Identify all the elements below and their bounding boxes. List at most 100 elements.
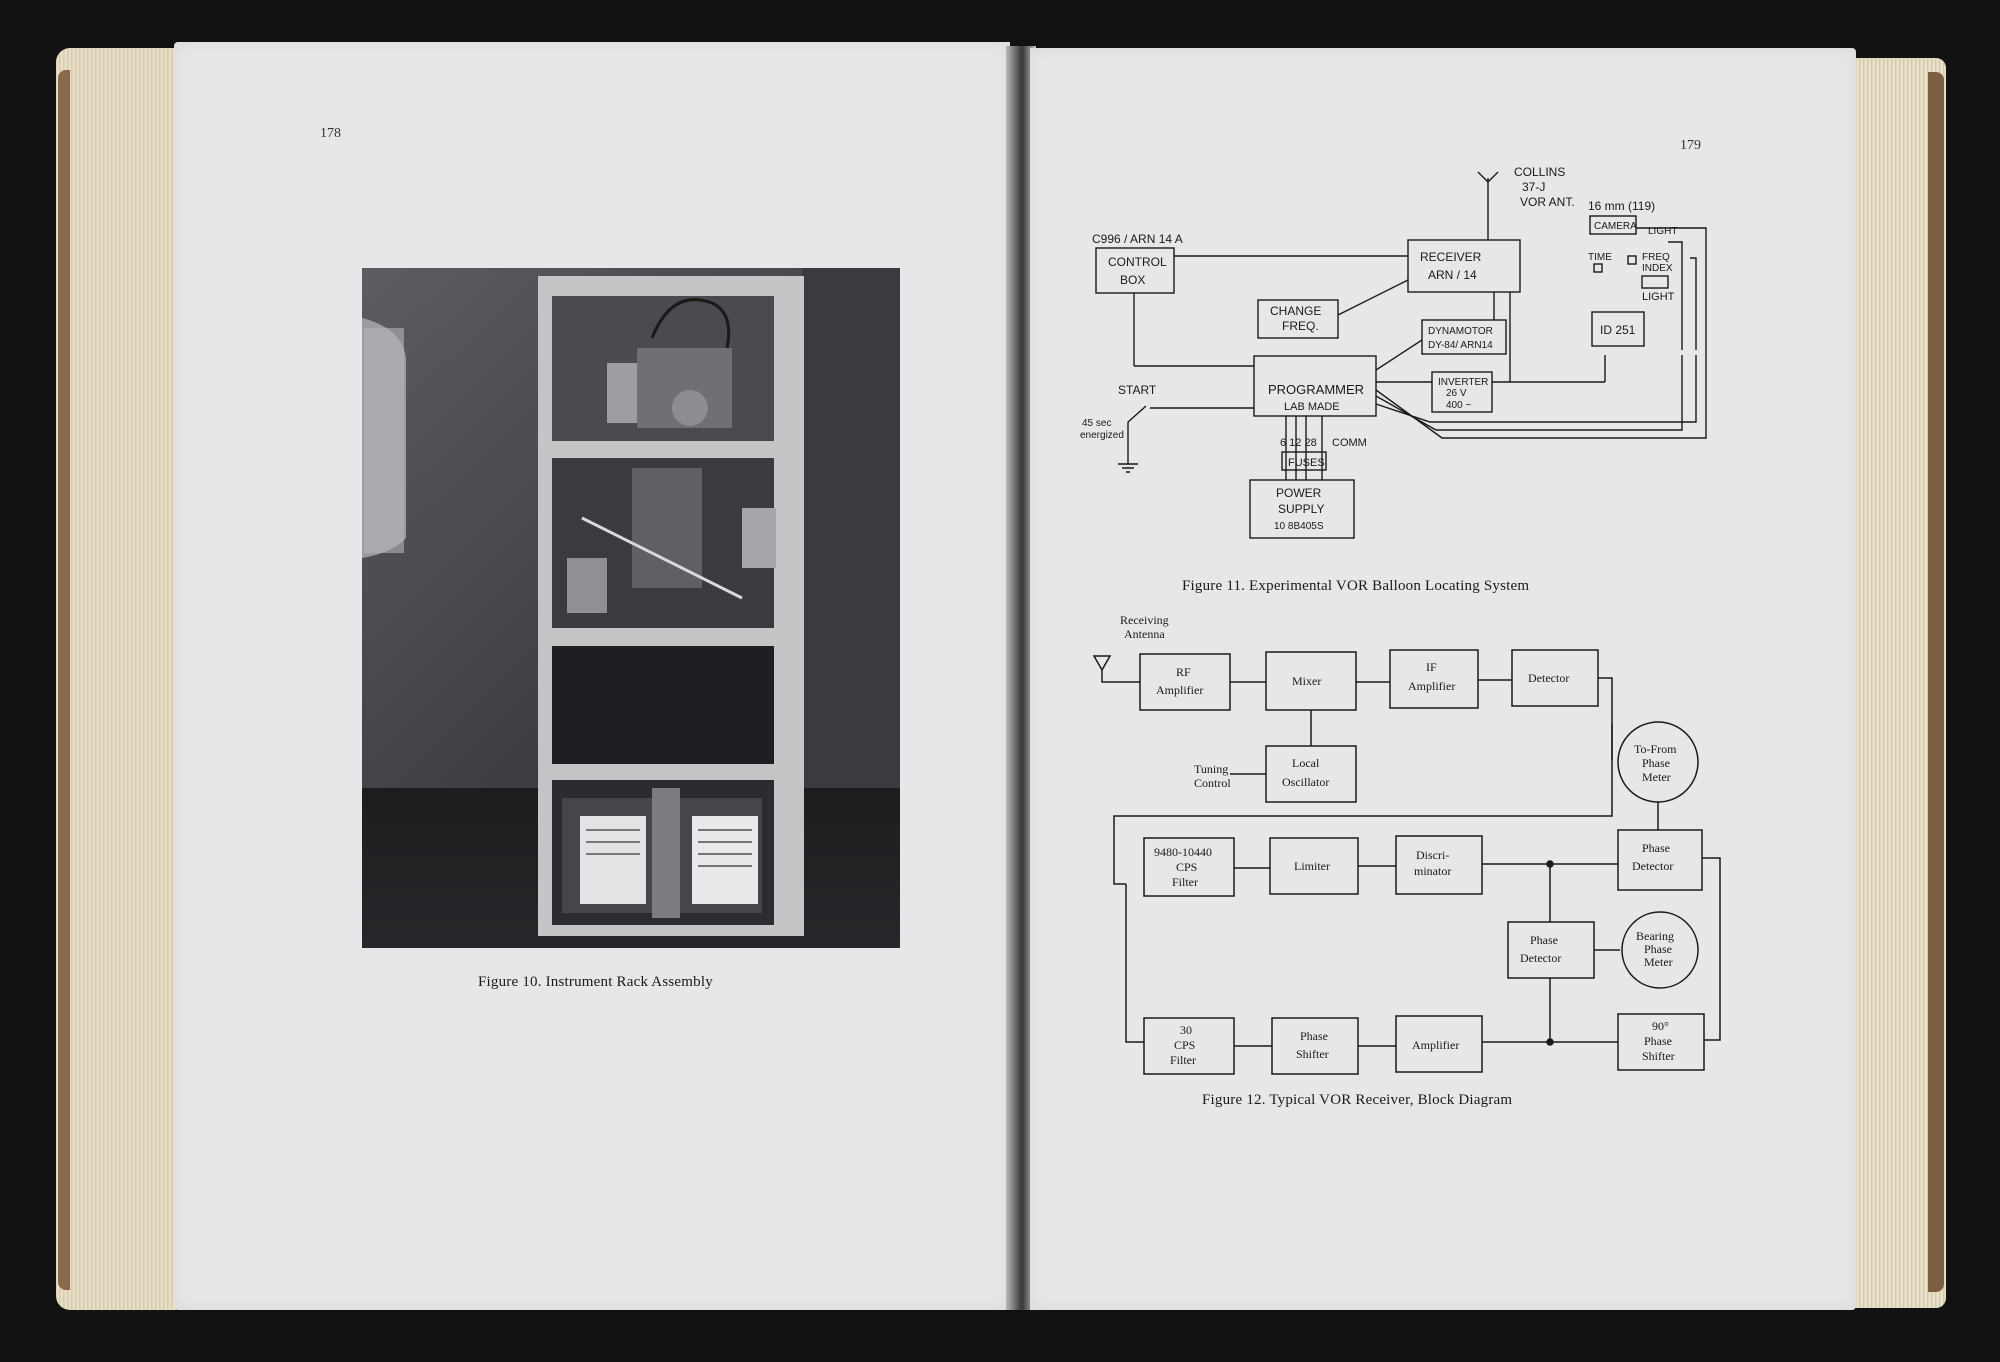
phase-shifter-label-2: Shifter [1296,1047,1329,1061]
right-page [1030,48,1856,1310]
if-amplifier-label-1: IF [1426,660,1437,674]
programmer-box [1253,355,1377,417]
receiving-antenna-label-2: Antenna [1124,627,1165,641]
fuses-label: FUSES [1288,457,1325,469]
instrument-rack-photo-icon [362,268,900,948]
bearing-label-1: Bearing [1636,929,1674,943]
page-number-left: 178 [320,126,341,141]
bearing-phase-meter [1621,911,1699,989]
camera-model-label: 16 mm (119) [1588,199,1655,213]
time-label: TIME [1588,252,1612,263]
energized-label-2: energized [1080,430,1124,441]
local-oscillator-label-2: Oscillator [1282,775,1329,789]
phase-detector-top-label-2: Detector [1632,859,1673,873]
inverter-label-3: 400 ~ [1446,400,1471,411]
instrument-rack-photo [362,268,900,948]
left-page-edges [56,48,176,1310]
detector-label: Detector [1528,671,1569,685]
filter-30cps-label-2: CPS [1174,1038,1195,1052]
figure-12-caption: Figure 12. Typical VOR Receiver, Block D… [1202,1092,1513,1108]
inverter-box [1431,371,1493,413]
receiver-box [1407,239,1521,293]
inverter-label-2: 26 V [1446,388,1467,399]
energized-label-1: 45 sec [1082,418,1111,429]
time-indicator [1593,263,1603,273]
id251-box [1591,311,1645,347]
light-label-2: LIGHT [1642,291,1675,303]
phase-shifter-90-box [1617,1013,1705,1071]
receiver-label-2: ARN / 14 [1428,268,1477,282]
dynamotor-label-2: DY-84/ ARN14 [1428,340,1493,351]
freq-indicator [1627,255,1637,265]
phase-detector-top-label-1: Phase [1642,841,1670,855]
filter-9480-label-3: Filter [1172,875,1198,889]
inverter-label-1: INVERTER [1438,377,1488,388]
collins-label-1: COLLINS [1514,165,1565,179]
control-box-label-2: BOX [1120,273,1145,287]
tuning-control-label-2: Control [1194,776,1231,790]
dynamotor-label-1: DYNAMOTOR [1428,326,1493,337]
to-from-label-2: Phase [1642,756,1670,770]
local-oscillator-box [1265,745,1357,803]
phase-detector-top-box [1617,829,1703,891]
bearing-label-2: Phase [1644,942,1672,956]
discriminator-box [1395,835,1483,895]
voltages-label: 6 12 28 [1280,437,1317,449]
amplifier-box [1395,1015,1483,1073]
amplifier-label: Amplifier [1412,1038,1459,1052]
discriminator-label-1: Discri- [1416,848,1449,862]
local-oscillator-label-1: Local [1292,756,1320,770]
ground-icon [1118,463,1138,473]
to-from-label-1: To-From [1634,742,1677,756]
power-supply-label-2: SUPPLY [1278,502,1324,516]
control-box [1095,247,1175,294]
phase-detector-middle-label-2: Detector [1520,951,1561,965]
freq-index-label-2: INDEX [1642,263,1673,274]
bearing-label-3: Meter [1644,955,1673,969]
freq-index-label-1: FREQ [1642,252,1670,263]
phase-detector-middle-box [1507,921,1595,979]
filter-9480-label-1: 9480-10440 [1154,845,1212,859]
programmer-label-2: LAB MADE [1284,401,1340,413]
start-switch-icon [1127,405,1254,423]
collins-label-3: VOR ANT. [1520,195,1575,209]
collins-label-2: 37-J [1522,180,1545,194]
control-model-label: C996 / ARN 14 A [1092,232,1183,246]
light-box [1641,275,1669,289]
figure-11-caption: Figure 11. Experimental VOR Balloon Loca… [1182,578,1530,594]
change-freq-box [1257,299,1339,339]
control-box-label-1: CONTROL [1108,255,1167,269]
figure-12-diagram: Receiving Antenna RF Amplifier Mixer IF … [1092,613,1721,1075]
page-number-right: 179 [1680,138,1701,153]
phase-shifter-90-label-1: 90° [1652,1019,1669,1033]
figure-11-diagram: COLLINS 37-J VOR ANT. C996 / ARN 14 A CO… [1080,165,1707,539]
camera-label: CAMERA [1594,221,1637,232]
change-freq-label-1: CHANGE [1270,304,1321,318]
if-amplifier-label-2: Amplifier [1408,679,1455,693]
filter-9480-label-2: CPS [1176,860,1197,874]
figure-10-caption: Figure 10. Instrument Rack Assembly [478,974,713,990]
dynamotor-box [1421,319,1507,355]
power-supply-label-3: 10 8B405S [1274,521,1324,532]
phase-shifter-label-1: Phase [1300,1029,1328,1043]
phase-shifter-90-label-2: Phase [1644,1034,1672,1048]
right-cover-edge [1928,72,1944,1292]
comm-label: COMM [1332,437,1367,449]
left-cover-edge [58,70,70,1290]
mixer-label: Mixer [1292,674,1321,688]
tuning-control-label-1: Tuning [1194,762,1228,776]
rf-amplifier-box [1139,653,1231,711]
antenna-icon [1477,171,1499,240]
receiving-antenna-label-1: Receiving [1120,613,1169,627]
receiving-antenna-icon [1092,655,1140,683]
if-amplifier-box [1389,649,1479,709]
filter-30cps-label-1: 30 [1180,1023,1192,1037]
to-from-label-3: Meter [1642,770,1671,784]
light-label-1: LIGHT [1648,226,1677,237]
discriminator-label-2: minator [1414,864,1451,878]
receiver-label-1: RECEIVER [1420,250,1482,264]
phase-shifter-90-label-3: Shifter [1642,1049,1675,1063]
phase-detector-middle-label-1: Phase [1530,933,1558,947]
rf-amplifier-label-2: Amplifier [1156,683,1203,697]
